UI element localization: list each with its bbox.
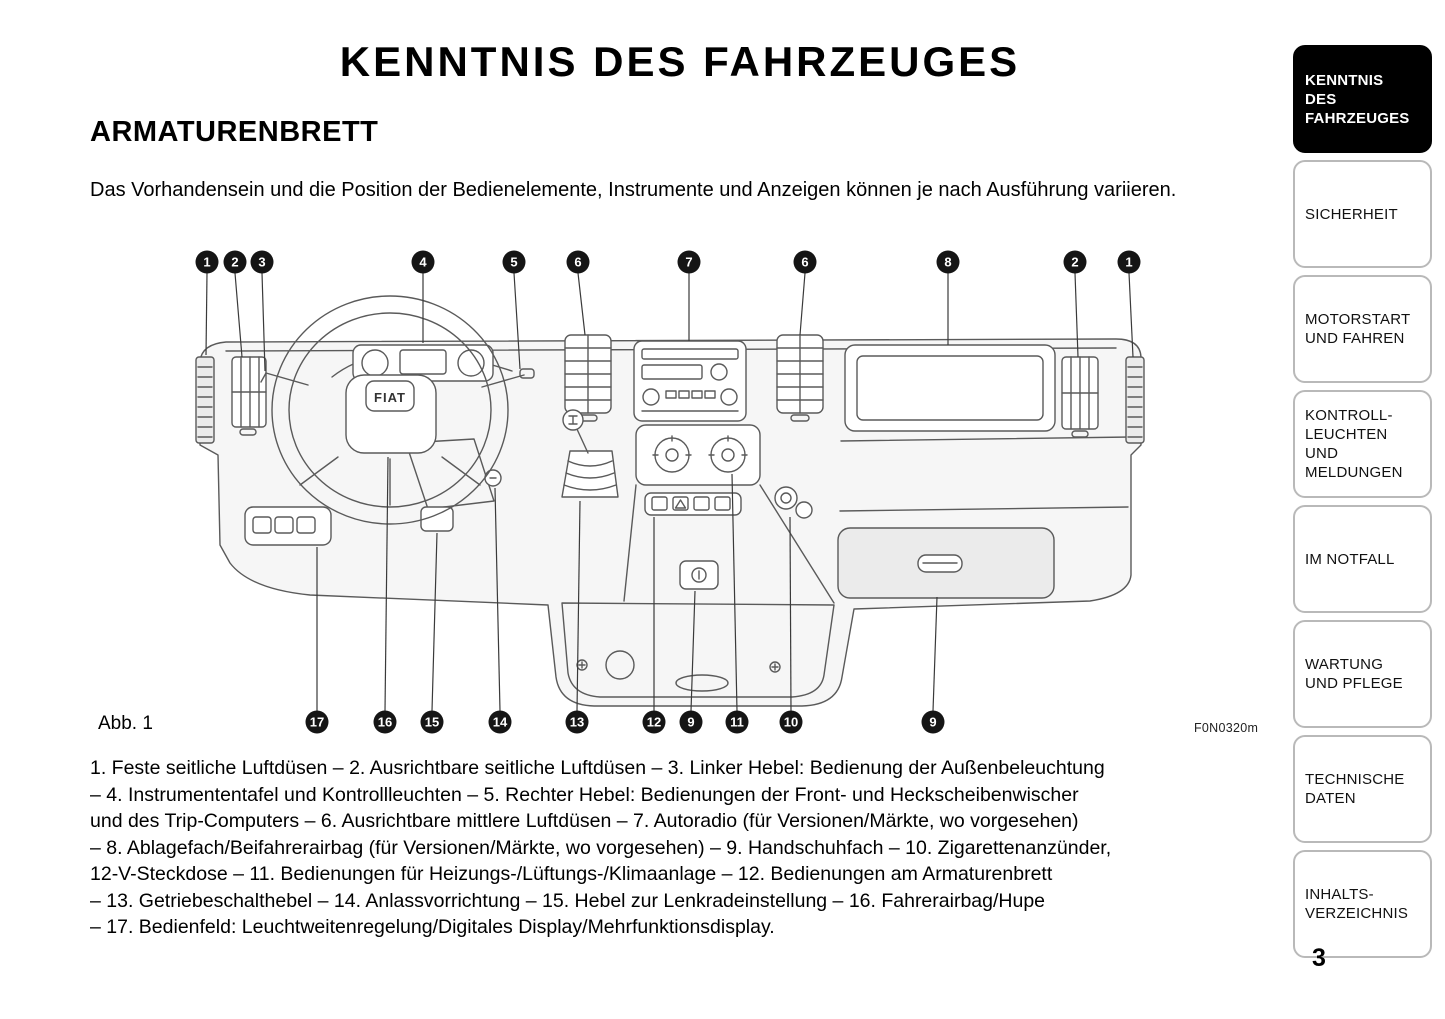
callout-badge: 11 [725,710,749,734]
figure-caption: Abb. 1 [98,713,153,734]
callout-badge: 14 [488,710,512,734]
callout-leader-lines [205,272,1134,712]
legend-line: – 13. Getriebeschalthebel – 14. Anlassvo… [90,889,1046,912]
callout-badge: 16 [373,710,397,734]
callout-badge: 12 [642,710,666,734]
dashboard-illustration: FIAT [195,250,1145,734]
callout-badge: 1 [195,250,219,274]
legend-line: – 8. Ablagefach/Beifahrerairbag (für Ver… [90,836,1112,859]
intro-text: Das Vorhandensein und die Position der B… [90,179,1177,201]
legend-line: 12-V-Steckdose – 11. Bedienungen für Hei… [90,863,1053,885]
sidebar-tab-motorstart-und-fahren[interactable]: MOTORSTART UND FAHREN [1293,275,1432,383]
page-number: 3 [1312,944,1326,972]
svg-text:10: 10 [784,715,798,730]
sidebar-tab-sicherheit[interactable]: SICHERHEIT [1293,160,1432,268]
callout-badge: 2 [223,250,247,274]
svg-text:2: 2 [1071,255,1078,270]
page-title: KENNTNIS DES FAHRZEUGES [339,38,1021,85]
callout-badge: 4 [411,250,435,274]
legend-line: – 4. Instrumententafel und Kontrollleuch… [90,783,1079,806]
callout-badge: 6 [566,250,590,274]
callout-badge: 9 [679,710,703,734]
sidebar-tab-kontrollleuchten-und-meldungen[interactable]: KONTROLL- LEUCHTEN UND MELDUNGEN [1293,390,1432,498]
callout-badge: 17 [305,710,329,734]
callout-badge: 1 [1117,250,1141,274]
svg-text:6: 6 [574,255,581,270]
legend-text: 1. Feste seitliche Luftdüsen – 2. Ausric… [90,755,1255,941]
legend-line: und des Trip-Computers – 6. Ausrichtbare… [90,810,1079,832]
sidebar-tab-im-notfall[interactable]: IM NOTFALL [1293,505,1432,613]
svg-text:8: 8 [944,255,951,270]
legend-line: – 17. Bedienfeld: Leuchtweitenregelung/D… [90,916,775,938]
svg-text:5: 5 [510,255,517,270]
sidebar-tab-inhaltsverzeichnis[interactable]: INHALTS- VERZEICHNIS [1293,850,1432,958]
sidebar-tab-kenntnis-des-fahrzeuges[interactable]: KENNTNIS DES FAHRZEUGES [1293,45,1432,153]
callout-badge: 6 [793,250,817,274]
legend-line: 1. Feste seitliche Luftdüsen – 2. Ausric… [90,757,1105,779]
figure-code: F0N0320m [1194,721,1259,735]
callout-badge: 9 [921,710,945,734]
svg-text:1: 1 [203,255,210,270]
svg-text:6: 6 [801,255,808,270]
svg-text:4: 4 [419,255,427,270]
svg-text:13: 13 [570,715,584,730]
section-heading: ARMATURENBRETT [90,116,379,148]
callout-badge: 8 [936,250,960,274]
dashboard-figure: FIAT [190,245,1270,745]
callout-badge: 7 [677,250,701,274]
callout-badge: 5 [502,250,526,274]
fiat-logo: FIAT [374,390,406,405]
sidebar-nav: KENNTNIS DES FAHRZEUGES SICHERHEIT MOTOR… [1293,45,1432,958]
svg-text:12: 12 [647,715,661,730]
svg-text:14: 14 [493,715,508,730]
svg-text:7: 7 [685,255,692,270]
svg-text:9: 9 [687,715,694,730]
callout-badge: 10 [779,710,803,734]
callout-badge: 3 [250,250,274,274]
svg-text:2: 2 [231,255,238,270]
svg-text:1: 1 [1125,255,1132,270]
sidebar-tab-wartung-und-pflege[interactable]: WARTUNG UND PFLEGE [1293,620,1432,728]
callout-badge: 15 [420,710,444,734]
svg-text:3: 3 [258,255,265,270]
svg-text:15: 15 [425,715,439,730]
callout-badge: 13 [565,710,589,734]
svg-text:16: 16 [378,715,392,730]
svg-text:11: 11 [730,715,744,730]
svg-text:9: 9 [929,715,936,730]
callout-badge: 2 [1063,250,1087,274]
svg-text:17: 17 [310,715,324,730]
sidebar-tab-technische-daten[interactable]: TECHNISCHE DATEN [1293,735,1432,843]
